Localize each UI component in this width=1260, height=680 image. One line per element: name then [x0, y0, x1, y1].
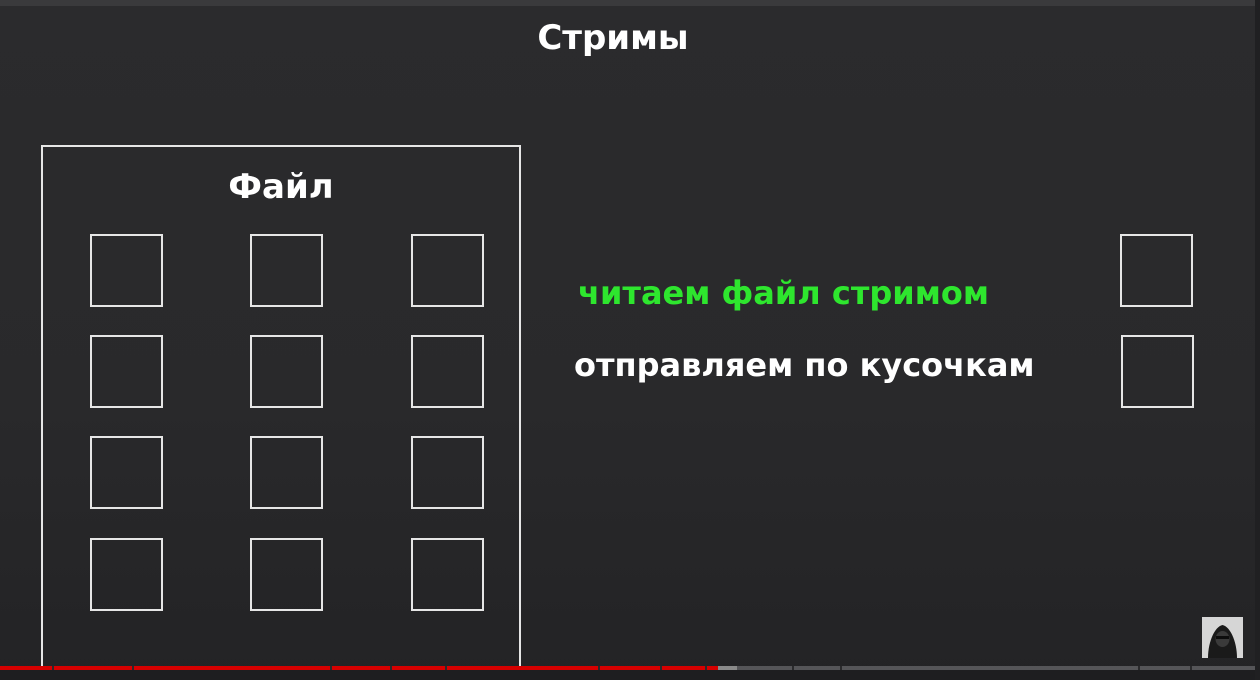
chapter-divider — [840, 666, 842, 670]
file-chunk — [411, 538, 484, 611]
file-chunk — [250, 335, 323, 408]
file-chunk — [90, 538, 163, 611]
chapter-divider — [445, 666, 447, 670]
file-chunk — [411, 234, 484, 307]
caption-read-stream: читаем файл стримом — [578, 274, 990, 312]
caption-send-chunks: отправляем по кусочкам — [574, 346, 1035, 384]
chapter-divider — [1190, 666, 1192, 670]
file-chunk — [411, 335, 484, 408]
progress-played — [0, 666, 718, 670]
chapter-divider — [132, 666, 134, 670]
file-chunk — [250, 234, 323, 307]
file-chunk — [250, 436, 323, 509]
video-progress-bar[interactable] — [0, 666, 1260, 670]
file-chunk — [411, 436, 484, 509]
chapter-divider — [1138, 666, 1140, 670]
hooded-figure-icon — [1202, 617, 1243, 658]
chapter-divider — [52, 666, 54, 670]
sent-chunk — [1120, 234, 1193, 307]
chapter-divider — [660, 666, 662, 670]
file-box: Файл — [41, 145, 521, 680]
chapter-divider — [598, 666, 600, 670]
file-title: Файл — [228, 167, 334, 207]
chapter-divider — [330, 666, 332, 670]
file-chunk — [250, 538, 323, 611]
chapter-divider — [792, 666, 794, 670]
chapter-divider — [390, 666, 392, 670]
bottom-bar — [0, 670, 1260, 680]
progress-buffered — [718, 666, 737, 670]
chapter-divider — [705, 666, 707, 670]
slide-title: Стримы — [537, 18, 689, 58]
sent-chunk — [1121, 335, 1194, 408]
right-edge — [1255, 0, 1260, 680]
file-chunk — [90, 234, 163, 307]
top-bar — [0, 0, 1260, 6]
file-chunk — [90, 436, 163, 509]
file-chunk — [90, 335, 163, 408]
channel-avatar-icon[interactable] — [1202, 617, 1243, 658]
